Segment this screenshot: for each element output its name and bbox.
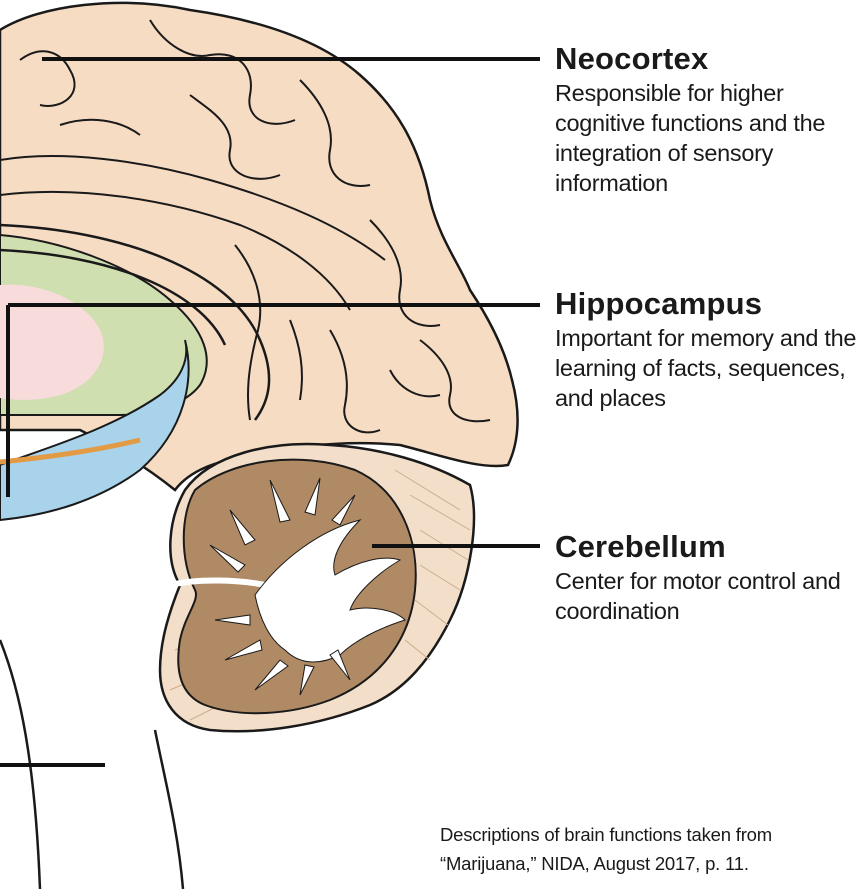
- cerebellum-label: Cerebellum Center for motor control and …: [555, 530, 860, 626]
- hippocampus-label: Hippocampus Important for memory and the…: [555, 287, 860, 413]
- neocortex-region: [0, 3, 518, 490]
- neocortex-title: Neocortex: [555, 42, 860, 76]
- citation: Descriptions of brain functions taken fr…: [440, 820, 860, 878]
- brainstem: [0, 560, 183, 889]
- citation-line-2: “Marijuana,” NIDA, August 2017, p. 11.: [440, 849, 860, 878]
- cerebellum-title: Cerebellum: [555, 530, 860, 564]
- neocortex-description: Responsible for higher cognitive functio…: [555, 78, 860, 198]
- citation-line-1: Descriptions of brain functions taken fr…: [440, 820, 860, 849]
- neocortex-label: Neocortex Responsible for higher cogniti…: [555, 42, 860, 198]
- hippocampus-description: Important for memory and the learning of…: [555, 323, 860, 413]
- cerebellum-description: Center for motor control and coordinatio…: [555, 566, 860, 626]
- hippocampus-title: Hippocampus: [555, 287, 860, 321]
